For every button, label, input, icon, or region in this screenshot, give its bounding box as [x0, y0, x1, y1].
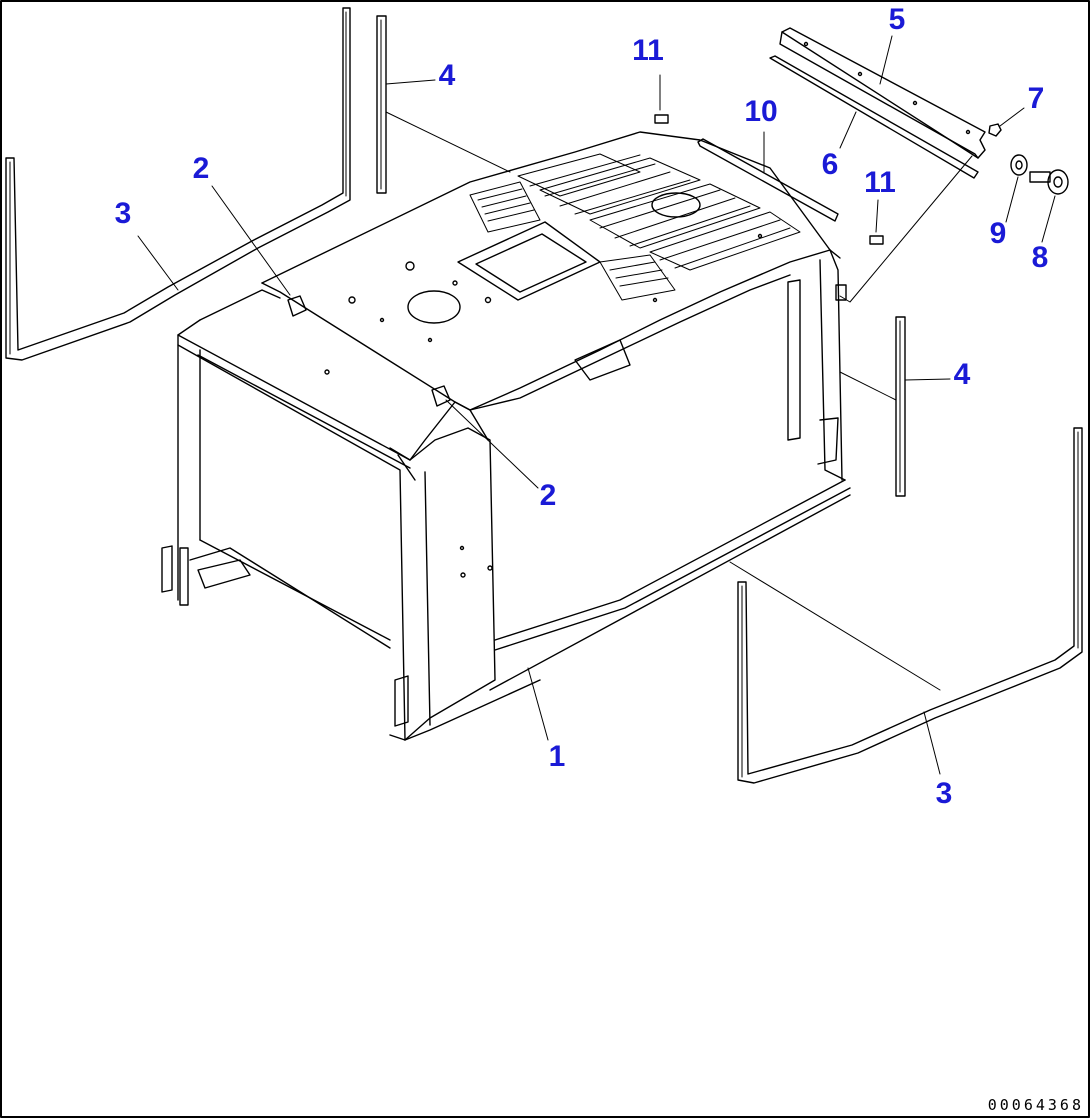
cushion-left — [654, 114, 669, 124]
callout-2: 2 — [192, 152, 210, 185]
seal-left — [5, 7, 351, 361]
callout-10: 10 — [744, 95, 778, 128]
washer — [1010, 154, 1028, 176]
callout-8: 8 — [1031, 241, 1049, 274]
engine-hood — [161, 131, 851, 741]
vertical-seal-left — [376, 15, 387, 194]
callout-6: 6 — [821, 148, 839, 181]
nut — [988, 123, 1002, 137]
callout-1: 1 — [548, 740, 566, 773]
plate — [779, 27, 986, 159]
callout-9: 9 — [989, 217, 1007, 250]
vertical-seal-right — [895, 316, 906, 497]
bolt — [1029, 169, 1069, 195]
leader-lines — [137, 35, 1056, 775]
callout-4: 4 — [438, 59, 456, 92]
callout-7: 7 — [1027, 82, 1045, 115]
callout-3: 3 — [114, 197, 132, 230]
seal-bar — [697, 138, 839, 222]
callout-4: 4 — [953, 358, 971, 391]
callout-2: 2 — [539, 479, 557, 512]
hood-mount-left — [287, 295, 307, 317]
callout-11: 11 — [632, 34, 664, 67]
seal-strip — [769, 55, 979, 179]
cushion-right — [869, 235, 884, 245]
callout-5: 5 — [888, 3, 906, 36]
callout-11: 11 — [864, 166, 896, 199]
seal-right — [737, 427, 1083, 784]
hood-mount-right — [431, 385, 451, 407]
callout-3: 3 — [935, 777, 953, 810]
drawing-number: 00064368 — [987, 1096, 1084, 1114]
